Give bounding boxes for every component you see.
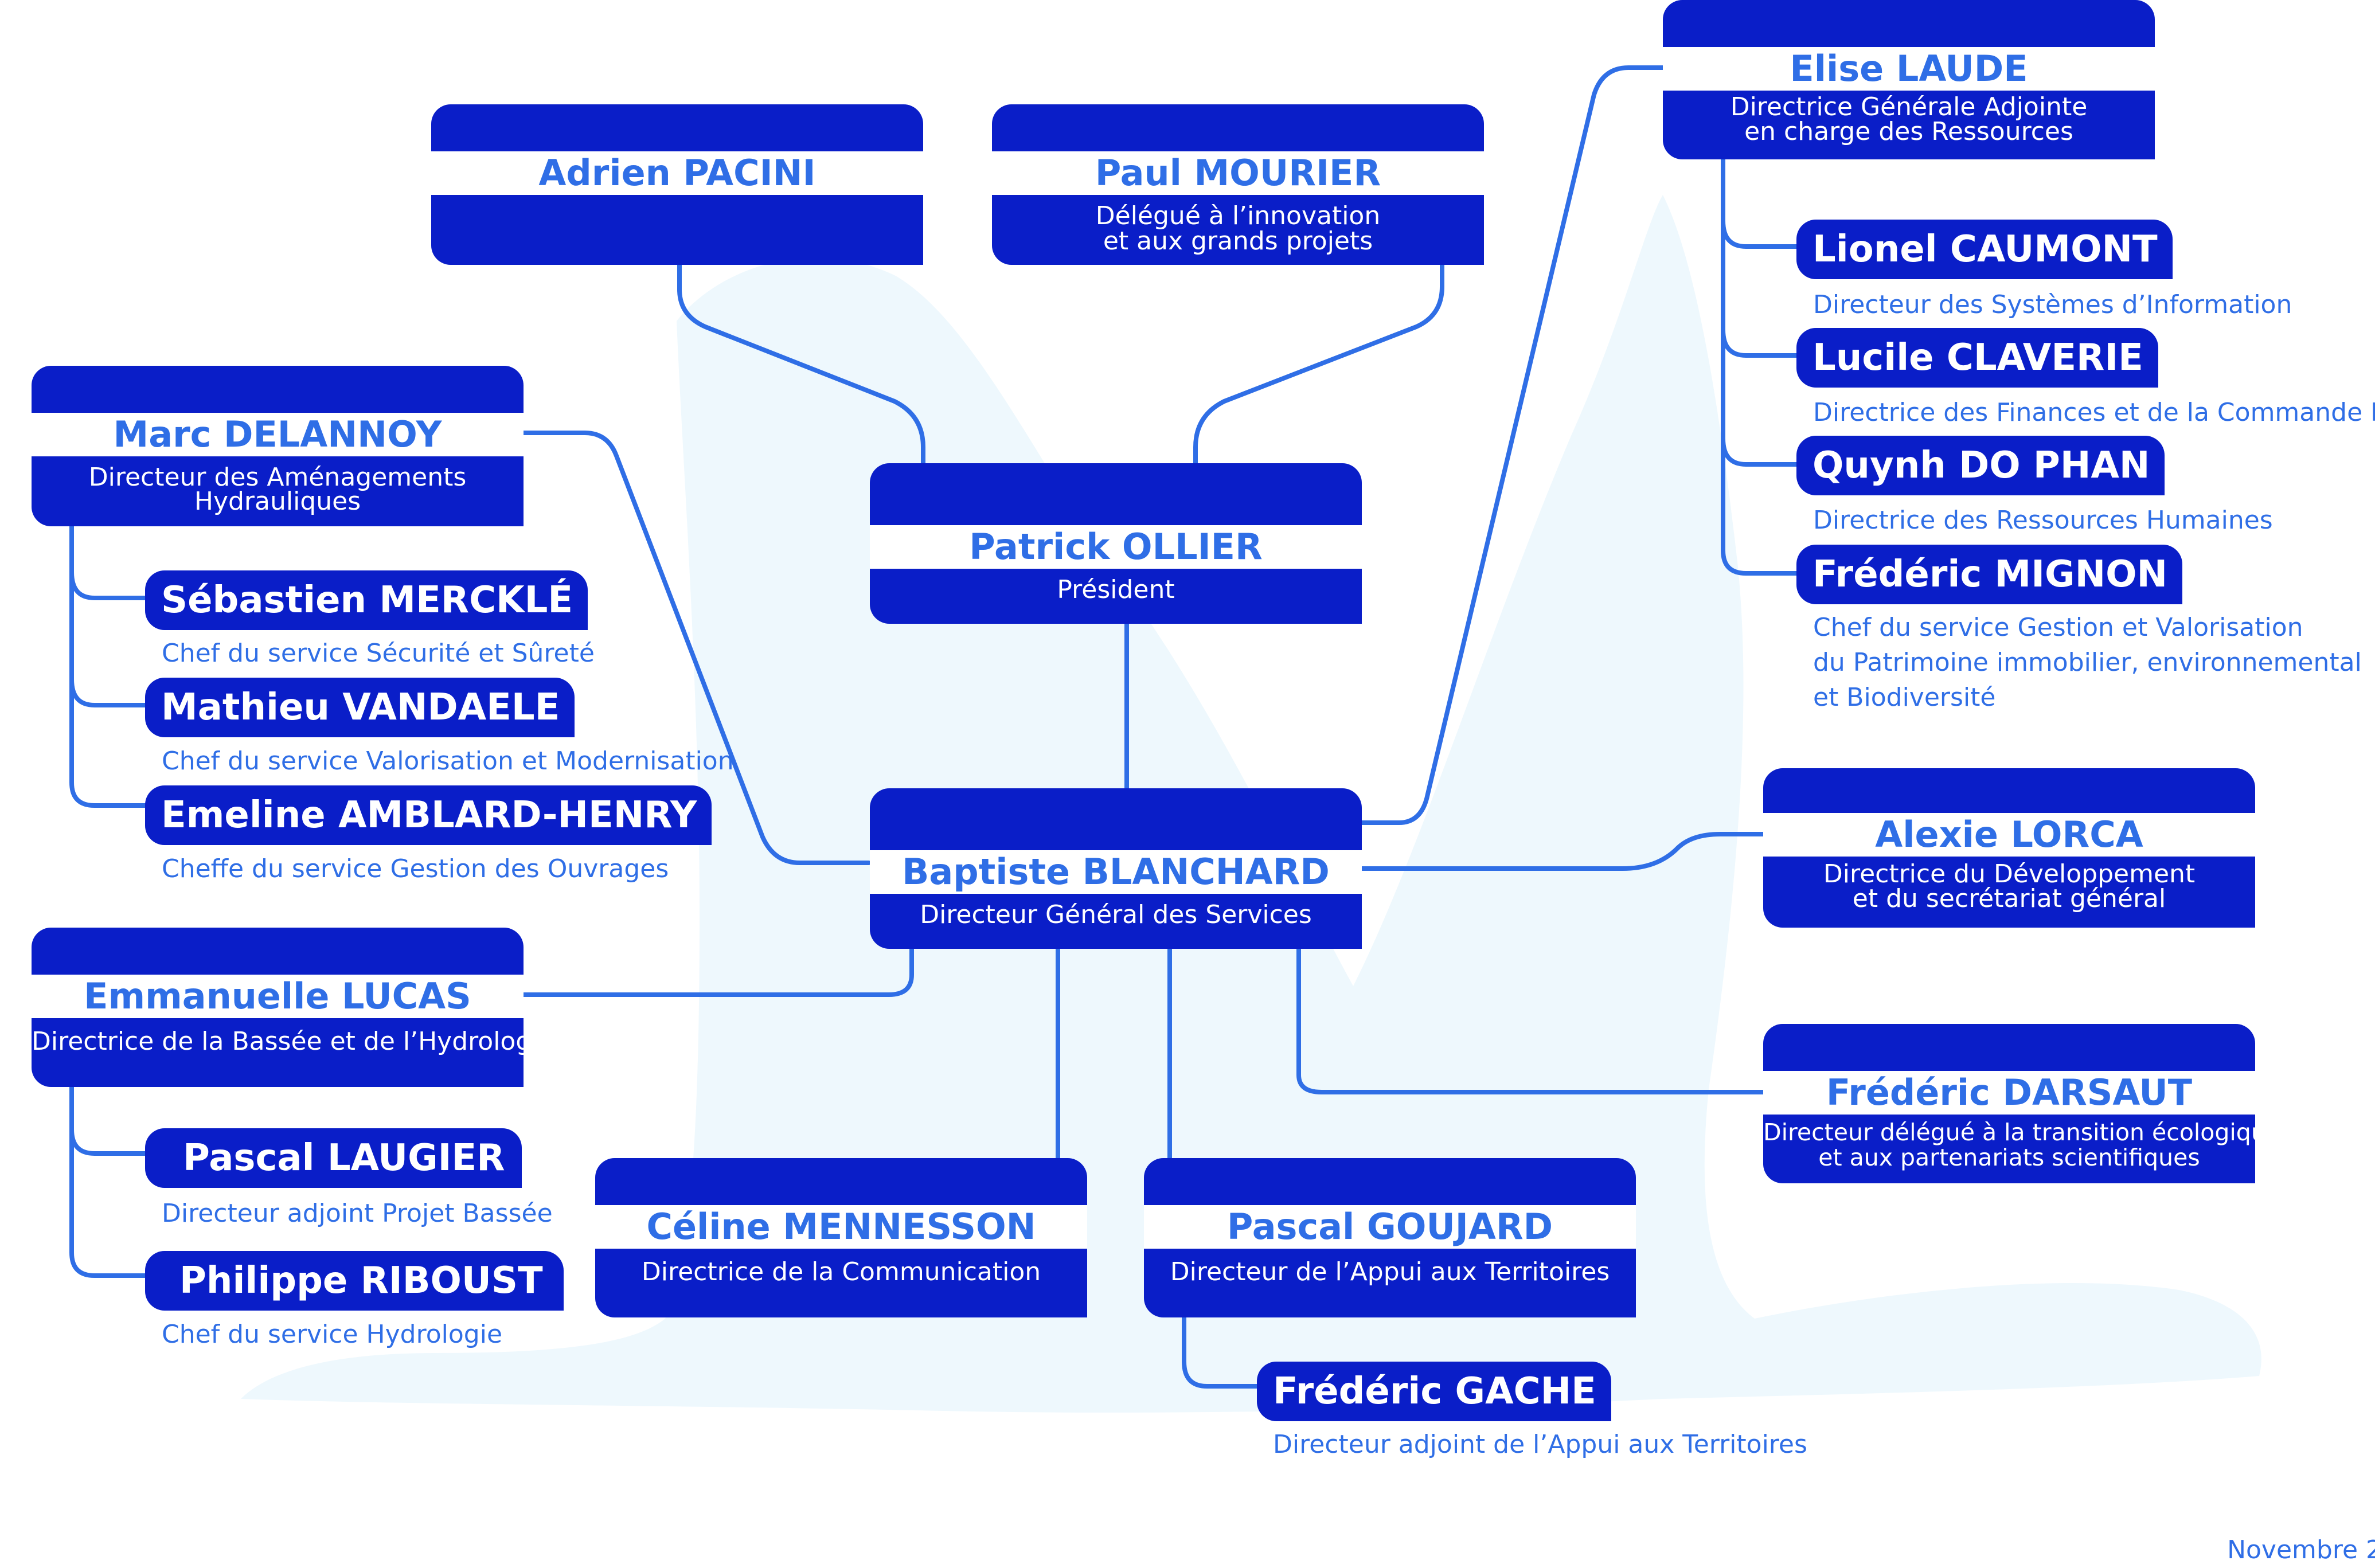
footer-date: Novembre 20 [2227, 1535, 2375, 1565]
dga-report-role: Directeur des Systèmes d’Information [1813, 290, 2292, 319]
dga-role-line2: en charge des Ressources [1744, 117, 2073, 146]
ecology-name: Frédéric DARSAUT [1763, 1071, 2255, 1115]
bassee-report-name[interactable]: Pascal LAUGIER [145, 1128, 522, 1188]
development-name: Alexie LORCA [1763, 813, 2255, 857]
development-role-line2: et du secrétariat général [1852, 884, 2166, 913]
territories-name: Pascal GOUJARD [1144, 1205, 1636, 1249]
president-role: Président [1057, 575, 1175, 604]
communication-role: Directrice de la Communication [641, 1257, 1041, 1287]
bassee-report-name[interactable]: Philippe RIBOUST [145, 1251, 564, 1311]
dga-report-role: Directrice des Finances et de la Command… [1813, 398, 2375, 427]
dgs-card[interactable]: Baptiste BLANCHARD Directeur Général des… [870, 788, 1362, 949]
dga-report-role: Directrice des Ressources Humaines [1813, 506, 2273, 535]
territories-role: Directeur de l’Appui aux Territoires [1170, 1257, 1610, 1287]
bassee-report-role: Directeur adjoint Projet Bassée [162, 1199, 553, 1228]
dgs-name: Baptiste BLANCHARD [870, 850, 1362, 894]
dga-report-role: et Biodiversité [1813, 683, 1996, 712]
dga-card[interactable]: Elise LAUDE Directrice Générale Adjointe… [1663, 0, 2155, 159]
territories-report-name[interactable]: Frédéric GACHE [1257, 1362, 1611, 1421]
hydraulics-report-name[interactable]: Sébastien MERCKLÉ [145, 570, 588, 630]
bassee-card[interactable]: Emmanuelle LUCAS Directrice de la Bassée… [32, 928, 524, 1087]
development-role-line1: Directrice du Développement [1823, 859, 2196, 889]
dga-report-name[interactable]: Lionel CAUMONT [1796, 220, 2173, 279]
territories-report-role: Directeur adjoint de l’Appui aux Territo… [1273, 1430, 1807, 1459]
dga-name: Elise LAUDE [1663, 47, 2155, 91]
hydraulics-role-line2: Hydrauliques [194, 487, 361, 516]
dga-report-name[interactable]: Frédéric MIGNON [1796, 545, 2183, 604]
hydraulics-report-name[interactable]: Mathieu VANDAELE [145, 678, 575, 737]
bassee-role: Directrice de la Bassée et de l’Hydrolog… [32, 1027, 524, 1056]
innovation-role-line2: et aux grands projets [1103, 226, 1373, 256]
president-name: Patrick OLLIER [870, 525, 1362, 569]
dga-report-role: du Patrimoine immobilier, environnementa… [1813, 648, 2362, 677]
bassee-report-role: Chef du service Hydrologie [162, 1320, 503, 1349]
innovation-card[interactable]: Paul MOURIER Délégué à l’innovation et a… [992, 104, 1484, 265]
hydraulics-role-line1: Directeur des Aménagements [88, 463, 467, 492]
hydraulics-report-role: Chef du service Valorisation et Modernis… [162, 746, 734, 776]
hydraulics-report-role: Cheffe du service Gestion des Ouvrages [162, 854, 669, 883]
territories-card[interactable]: Pascal GOUJARD Directeur de l’Appui aux … [1144, 1158, 1636, 1317]
communication-card[interactable]: Céline MENNESSON Directrice de la Commun… [595, 1158, 1087, 1317]
hydraulics-name: Marc DELANNOY [32, 413, 524, 456]
dga-role-line1: Directrice Générale Adjointe [1730, 92, 2088, 122]
hydraulics-card[interactable]: Marc DELANNOY Directeur des Aménagements… [32, 366, 524, 526]
cabinet-card[interactable]: Adrien PACINI Chef de Cabinet [431, 104, 923, 265]
hydraulics-report-name[interactable]: Emeline AMBLARD-HENRY [145, 785, 712, 845]
ecology-role-line2: et aux partenariats scientifiques [1818, 1144, 2200, 1171]
innovation-name: Paul MOURIER [992, 151, 1484, 195]
development-card[interactable]: Alexie LORCA Directrice du Développement… [1763, 768, 2255, 928]
hydraulics-report-role: Chef du service Sécurité et Sûreté [162, 639, 595, 668]
president-card[interactable]: Patrick OLLIER Président [870, 463, 1362, 624]
cabinet-name: Adrien PACINI [431, 151, 923, 195]
dgs-role: Directeur Général des Services [920, 900, 1312, 929]
dga-report-name[interactable]: Quynh DO PHAN [1796, 436, 2165, 495]
ecology-card[interactable]: Frédéric DARSAUT Directeur délégué à la … [1763, 1024, 2255, 1183]
innovation-role-line1: Délégué à l’innovation [1095, 201, 1381, 230]
dga-report-name[interactable]: Lucile CLAVERIE [1796, 328, 2158, 388]
communication-name: Céline MENNESSON [595, 1205, 1087, 1249]
bassee-name: Emmanuelle LUCAS [32, 975, 524, 1018]
ecology-role-line1: Directeur délégué à la transition écolog… [1763, 1119, 2255, 1146]
dga-report-role: Chef du service Gestion et Valorisation [1813, 613, 2303, 642]
